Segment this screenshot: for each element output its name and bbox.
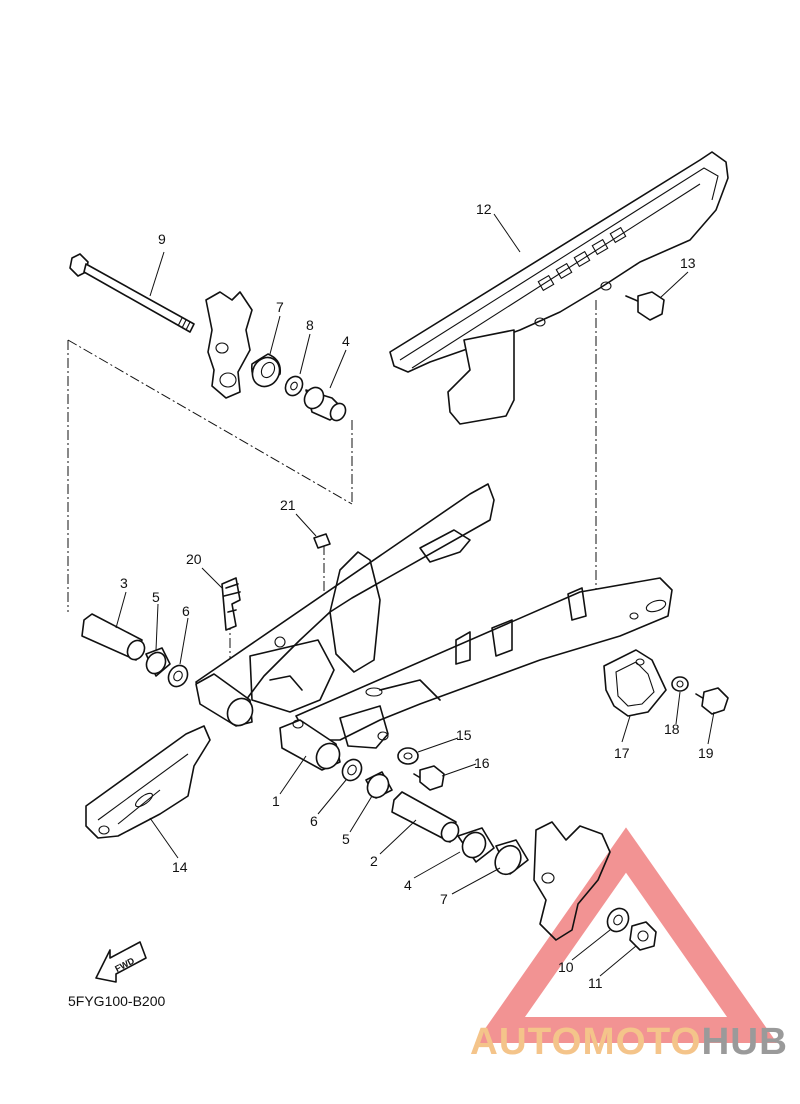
chain-slider-part-14 (85, 725, 211, 839)
callout-5-right: 5 (342, 831, 350, 847)
svg-text:AUTOMOTOHUB: AUTOMOTOHUB (470, 1021, 788, 1063)
watermark-triangle (475, 827, 777, 1043)
callout-19: 19 (698, 745, 714, 761)
bearing-part-5-left (145, 647, 171, 677)
callout-15: 15 (456, 727, 472, 743)
watermark-logo: AUTOMOTOHUB (470, 1021, 788, 1063)
callout-11: 11 (588, 975, 603, 991)
pivot-bolt-part-9 (69, 253, 195, 333)
bushing-part-7-bottom (494, 839, 529, 876)
callout-6-left: 6 (182, 603, 190, 619)
seal-part-6-left (167, 664, 189, 688)
callout-6-right: 6 (310, 813, 318, 829)
callout-17: 17 (614, 745, 630, 761)
watermark-text-1: AUTOMOTO (470, 1021, 701, 1063)
callout-13: 13 (680, 255, 696, 271)
frame-bracket-upper (205, 291, 253, 399)
callout-21: 21 (280, 497, 296, 513)
pivot-shaft-part-2 (391, 791, 460, 843)
label-part-21 (313, 533, 331, 549)
watermark-text-2: HUB (701, 1021, 788, 1063)
callout-9: 9 (158, 231, 166, 247)
callout-4-top: 4 (342, 333, 350, 349)
grease-nipple-part-20 (221, 577, 241, 631)
guard-part-17 (603, 649, 667, 717)
callout-20: 20 (186, 551, 202, 567)
pivot-shaft-part-1 (279, 719, 341, 771)
callout-8: 8 (306, 317, 314, 333)
callout-4-bottom: 4 (404, 877, 412, 893)
bolt-part-19 (695, 687, 729, 715)
fwd-arrow-icon: FWD (95, 941, 147, 983)
bolt-part-16 (413, 765, 445, 791)
pivot-boss-left (195, 673, 254, 727)
bearing-part-5-right (365, 771, 393, 799)
callout-16: 16 (474, 755, 490, 771)
bolt-part-13 (625, 291, 665, 321)
callout-14: 14 (172, 859, 188, 875)
seal-part-6-right (341, 758, 363, 782)
frame-bracket-lower (533, 821, 611, 941)
washer-part-18 (671, 676, 689, 692)
swingarm-body (195, 483, 673, 749)
pivot-shaft-part-3 (81, 613, 146, 661)
callout-5-left: 5 (152, 589, 160, 605)
callout-3: 3 (120, 575, 128, 591)
washer-part-8 (284, 375, 304, 397)
washer-part-10 (606, 907, 630, 933)
callouts: 9 7 8 4 12 13 21 20 3 5 6 15 16 17 18 19… (120, 201, 714, 991)
callout-12: 12 (476, 201, 492, 217)
callout-10: 10 (558, 959, 574, 975)
callout-7-top: 7 (276, 299, 284, 315)
collar-part-4-bottom (457, 827, 495, 863)
alignment-lines (67, 300, 597, 680)
diagram-code: 5FYG100-B200 (68, 993, 165, 1009)
leader-lines (115, 213, 715, 977)
bushing-part-7-top (250, 353, 282, 388)
callout-18: 18 (664, 721, 680, 737)
callout-7-bottom: 7 (440, 891, 448, 907)
callout-1: 1 (272, 793, 280, 809)
collar-part-4-top (303, 386, 347, 422)
washer-part-15 (397, 747, 419, 765)
nut-part-11 (629, 921, 657, 951)
callout-2: 2 (370, 853, 378, 869)
chain-case-part-12 (389, 151, 729, 425)
